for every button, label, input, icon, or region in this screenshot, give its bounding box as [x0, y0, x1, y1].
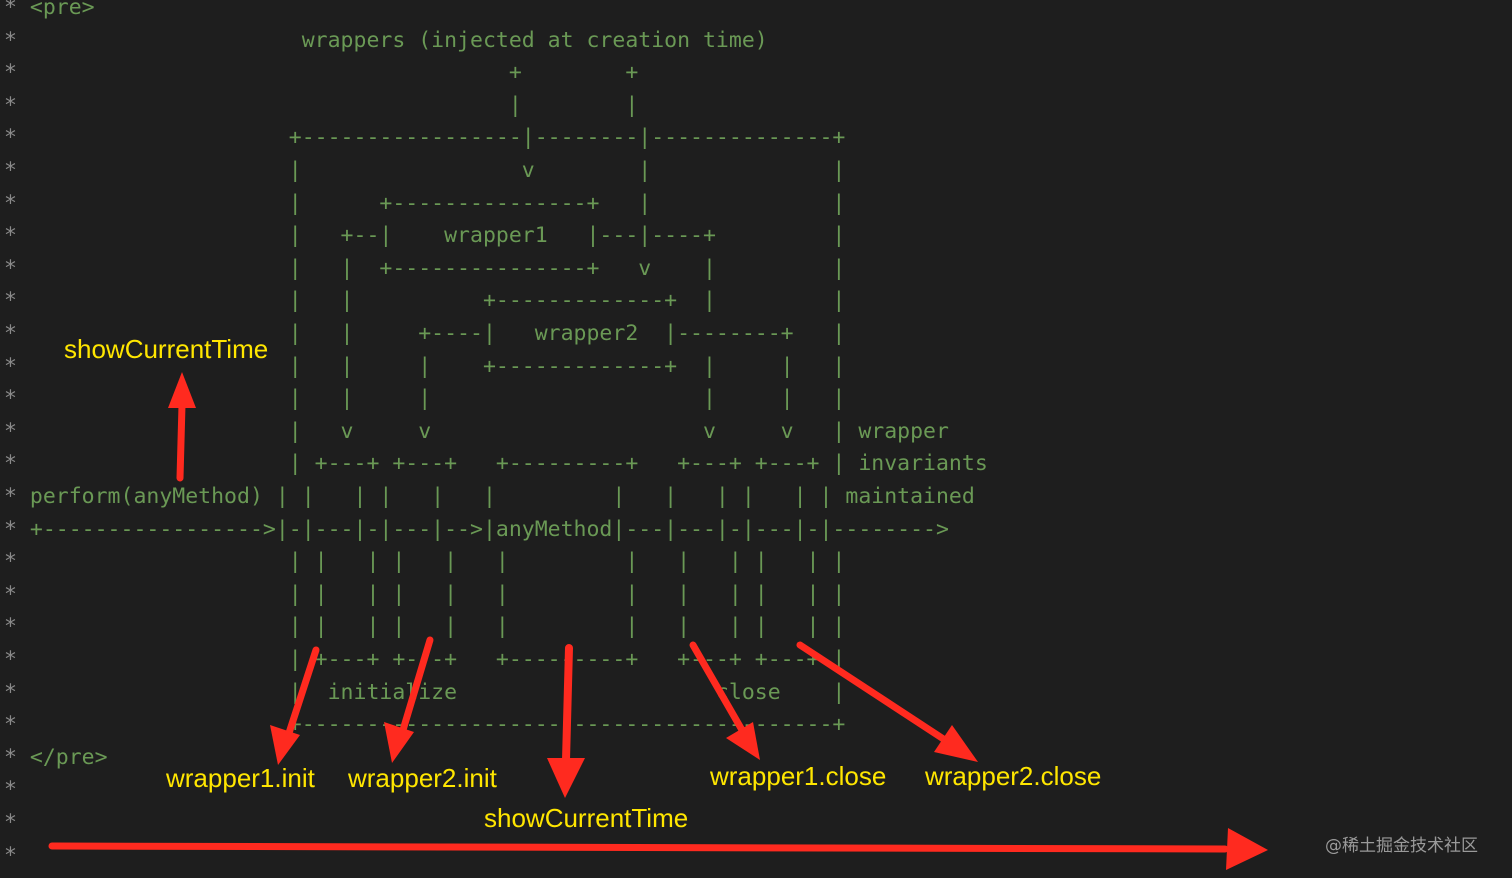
comment-star: *: [4, 842, 17, 868]
code-line: * perform(anyMethod) | | | | | | | | | |…: [4, 480, 975, 513]
annotation-wrapper1-init: wrapper1.init: [166, 763, 315, 793]
code-line: * | | +-------------+ | |: [4, 284, 845, 317]
arrow-timeline: [48, 828, 1268, 870]
code-line: * | | | | | | | | | | | |: [4, 610, 845, 643]
comment-star: *: [4, 451, 17, 477]
code-line: * </pre>: [4, 741, 108, 774]
comment-star: *: [4, 223, 17, 249]
code-line: * | +--| wrapper1 |---|----+ |: [4, 219, 845, 252]
code-text: | v | |: [16, 158, 846, 183]
comment-star: *: [4, 614, 17, 640]
code-text: | | | | | |: [16, 386, 846, 412]
comment-star: *: [4, 810, 17, 835]
comment-star: *: [4, 92, 17, 118]
code-text: | | +----| wrapper2 |--------+ |: [16, 321, 846, 346]
code-text: | | | | | | | | | | | |: [16, 549, 846, 575]
annotation-wrapper2-init: wrapper2.init: [348, 763, 497, 793]
code-line: * | v v v v | wrapper: [4, 415, 949, 448]
code-text: | | | +-------------+ | | |: [16, 353, 846, 379]
code-line: * wrappers (injected at creation time): [4, 24, 768, 57]
comment-star: *: [4, 777, 17, 803]
comment-star: *: [4, 484, 17, 509]
code-text: | +---------------+ | |: [16, 190, 846, 216]
annotation-show-current-time-bottom: showCurrentTime: [484, 803, 689, 833]
arrow-wrapper2-close: [796, 641, 978, 762]
annotation-wrapper1-close: wrapper1.close: [710, 761, 887, 791]
comment-star: *: [4, 647, 17, 672]
code-line: * | | +----| wrapper2 |--------+ |: [4, 317, 845, 350]
code-line: * | initialize close |: [4, 676, 845, 709]
code-text: | | +---------------+ v | |: [16, 255, 846, 281]
code-line: * +----------------->|-|---|-|---|-->|an…: [4, 513, 949, 546]
comment-star: *: [4, 0, 17, 20]
code-text: </pre>: [16, 744, 108, 770]
comment-star: *: [4, 516, 17, 542]
code-line: * <pre>: [4, 0, 95, 24]
code-text: <pre>: [16, 0, 95, 20]
comment-star: *: [4, 255, 17, 281]
code-line: *: [4, 773, 17, 806]
code-line: * +-----------------|--------|----------…: [4, 121, 845, 154]
code-text: | +---+ +---+ +---------+ +---+ +---+ | …: [16, 451, 988, 477]
comment-star: *: [4, 60, 17, 86]
comment-star: *: [4, 549, 17, 575]
comment-star: *: [4, 190, 17, 216]
code-text: | | | | | | | | | | | |: [16, 581, 846, 607]
code-text: | initialize close |: [16, 679, 846, 705]
arrow-up-show-current-time: [168, 372, 196, 482]
code-text: + +: [16, 60, 639, 86]
comment-star: *: [4, 125, 17, 151]
arrow-wrapper1-close: [689, 641, 760, 760]
code-text: | v v v v | wrapper: [16, 418, 949, 444]
code-line: * | | | +-------------+ | | |: [4, 350, 845, 383]
comment-star: *: [4, 679, 17, 705]
code-line: * + +: [4, 56, 638, 89]
code-line: * | | | | | |: [4, 382, 845, 415]
arrow-wrapper1-init: [270, 646, 320, 765]
annotation-show-current-time-top: showCurrentTime: [64, 334, 269, 364]
code-text: | +--| wrapper1 |---|----+ |: [16, 223, 846, 249]
arrow-wrapper2-init: [384, 636, 434, 763]
code-text: | | +-------------+ | |: [16, 288, 846, 314]
code-line: *: [4, 806, 17, 839]
code-line: *: [4, 839, 17, 872]
code-line: * | +---+ +---+ +---------+ +---+ +---+ …: [4, 447, 988, 480]
code-text: perform(anyMethod) | | | | | | | | | | |…: [16, 484, 975, 509]
comment-star: *: [4, 712, 17, 738]
arrow-show-current-time-bottom: [547, 644, 585, 798]
code-text: +-----------------|--------|------------…: [16, 125, 846, 151]
comment-star: *: [4, 386, 17, 412]
code-line: * | | | | | | | | | | | |: [4, 578, 845, 611]
code-text: | |: [16, 92, 639, 118]
code-line: * | | +---------------+ v | |: [4, 252, 845, 285]
code-text: +----------------->|-|---|-|---|-->|anyM…: [16, 516, 949, 542]
comment-star: *: [4, 27, 17, 53]
comment-star: *: [4, 581, 17, 607]
comment-star: *: [4, 418, 17, 444]
comment-star: *: [4, 353, 17, 379]
comment-star: *: [4, 321, 17, 346]
comment-star: *: [4, 288, 17, 314]
code-line: * | |: [4, 89, 638, 122]
watermark: @稀土掘金技术社区: [1325, 836, 1478, 856]
comment-star: *: [4, 158, 17, 183]
code-line: * | | | | | | | | | | | |: [4, 545, 845, 578]
code-line: * | +---------------+ | |: [4, 187, 845, 220]
comment-star: *: [4, 744, 17, 770]
code-text: | | | | | | | | | | | |: [16, 614, 846, 640]
code-text: wrappers (injected at creation time): [16, 27, 768, 53]
annotation-wrapper2-close: wrapper2.close: [925, 761, 1102, 791]
code-line: * | v | |: [4, 154, 845, 187]
